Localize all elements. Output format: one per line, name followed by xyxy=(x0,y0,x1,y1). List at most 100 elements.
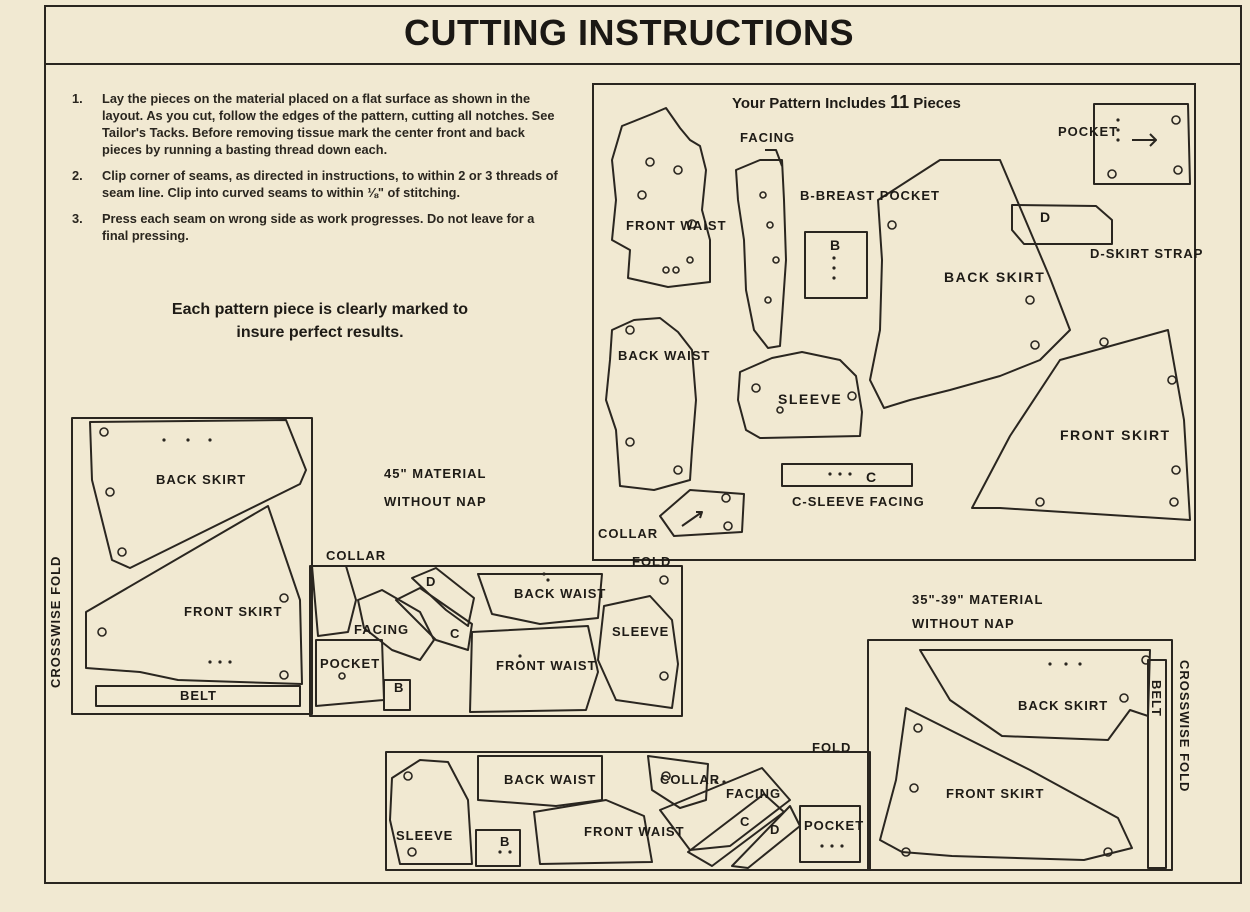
layout-45-facing xyxy=(357,589,435,661)
layout-45-label-pocket: POCKET xyxy=(320,656,380,671)
title-bar xyxy=(44,5,1242,65)
layout-45-right-panel xyxy=(309,565,683,717)
layout-45-front-waist xyxy=(469,625,599,713)
b-breast-pocket-piece xyxy=(804,231,868,299)
layout-45-fold: FOLD xyxy=(632,554,671,569)
layout-35-back-waist xyxy=(477,755,603,807)
layout-35-label-pocket: POCKET xyxy=(804,818,864,833)
collar-piece xyxy=(659,489,745,537)
tagline-line: Each pattern piece is clearly marked to xyxy=(171,301,469,318)
layout-45-collar xyxy=(311,565,357,637)
layout-35-label-d: D xyxy=(770,822,780,837)
c-sleeve-facing-piece xyxy=(781,463,913,487)
front-skirt-piece xyxy=(971,329,1191,521)
page-title: CUTTING INSTRUCTIONS xyxy=(404,12,854,53)
pocket-piece xyxy=(1093,103,1191,185)
layout-35-back-skirt xyxy=(919,649,1151,741)
pattern-box-title: Your Pattern Includes 11 Pieces xyxy=(732,92,961,113)
layout-45-d xyxy=(411,567,475,627)
label-collar: COLLAR xyxy=(598,526,658,541)
layout-35-label-b: B xyxy=(500,834,510,849)
facing-pointer xyxy=(765,149,783,167)
layout-45-label-back-skirt: BACK SKIRT xyxy=(156,472,246,487)
layout-45-label-belt: BELT xyxy=(180,688,217,703)
tagline: Each pattern piece is clearly marked to … xyxy=(110,298,530,344)
layout-45-back-waist xyxy=(477,573,603,625)
label-pocket: POCKET xyxy=(1058,124,1118,139)
layout-35-pocket xyxy=(799,805,861,863)
instruction-item: 3. Press each seam on wrong side as work… xyxy=(72,210,562,244)
d-skirt-strap-piece xyxy=(1011,204,1113,245)
layout-45-label-c: C xyxy=(450,626,460,641)
layout-45-label-back-waist: BACK WAIST xyxy=(514,586,606,601)
layout-35-material-label: 35"-39" MATERIAL xyxy=(912,592,1043,607)
layout-35-bottom-panel xyxy=(385,751,871,871)
layout-45-nap-label: WITHOUT NAP xyxy=(384,494,487,509)
front-waist-piece xyxy=(611,107,711,288)
pocket-arrow xyxy=(1132,133,1157,147)
layout-35-b xyxy=(475,829,521,867)
layout-35-crosswise-fold: CROSSWISE FOLD xyxy=(1177,660,1192,792)
label-back-skirt: BACK SKIRT xyxy=(944,269,1045,285)
label-b: B xyxy=(830,237,842,253)
layout-35-label-c: C xyxy=(740,814,750,829)
instruction-item: 2. Clip corner of seams, as directed in … xyxy=(72,167,562,201)
layout-45-sleeve xyxy=(597,595,679,709)
label-front-waist: FRONT WAIST xyxy=(626,218,727,233)
label-back-waist: BACK WAIST xyxy=(618,348,710,363)
label-front-skirt: FRONT SKIRT xyxy=(1060,427,1171,443)
layout-35-sleeve xyxy=(389,759,473,865)
layout-35-label-back-skirt: BACK SKIRT xyxy=(1018,698,1108,713)
layout-45-label-front-waist: FRONT WAIST xyxy=(496,658,597,673)
layout-45-back-skirt xyxy=(89,419,307,569)
instruction-text: Lay the pieces on the material placed on… xyxy=(102,91,555,157)
layout-45-front-skirt xyxy=(85,505,303,685)
layout-45-c xyxy=(395,587,473,651)
layout-45-belt xyxy=(95,685,301,707)
instruction-text: Press each seam on wrong side as work pr… xyxy=(102,211,535,243)
sleeve-piece xyxy=(737,351,863,439)
layout-45-label-d: D xyxy=(426,574,436,589)
layout-35-right-panel xyxy=(867,639,1173,871)
layout-35-belt: BELT xyxy=(1149,680,1164,717)
pattern-pieces-box xyxy=(592,83,1196,561)
facing-piece xyxy=(735,159,787,349)
layout-35-label-back-waist: BACK WAIST xyxy=(504,772,596,787)
label-c-sleeve-facing: C-SLEEVE FACING xyxy=(792,494,925,509)
layout-35-label-front-waist: FRONT WAIST xyxy=(584,824,685,839)
layout-35-label-collar: COLLAR xyxy=(660,772,720,787)
layout-35-fold: FOLD xyxy=(812,740,851,755)
layout-35-facing xyxy=(659,767,791,851)
layout-45-label-b: B xyxy=(394,680,404,695)
label-d: D xyxy=(1040,209,1052,225)
layout-45-material-label: 45" MATERIAL xyxy=(384,466,486,481)
layout-45-label-front-skirt: FRONT SKIRT xyxy=(184,604,282,619)
label-sleeve: SLEEVE xyxy=(778,391,842,407)
layout-45-label-sleeve: SLEEVE xyxy=(612,624,669,639)
label-b-breast-pocket: B-BREAST POCKET xyxy=(800,188,940,203)
sheet-border xyxy=(44,5,1242,884)
layout-35-label-sleeve: SLEEVE xyxy=(396,828,453,843)
tagline-line: insure perfect results. xyxy=(236,324,404,341)
back-waist-piece xyxy=(605,317,697,491)
instruction-number: 1. xyxy=(72,91,83,106)
label-d-skirt-strap: D-SKIRT STRAP xyxy=(1090,246,1203,261)
layout-45-pocket xyxy=(315,639,385,707)
layout-35-label-facing: FACING xyxy=(726,786,781,801)
layout-45-label-collar: COLLAR xyxy=(326,548,386,563)
layout-45-b xyxy=(383,679,411,711)
back-skirt-piece xyxy=(869,159,1071,409)
label-c: C xyxy=(866,469,878,485)
instruction-item: 1. Lay the pieces on the material placed… xyxy=(72,90,562,158)
instruction-text: Clip corner of seams, as directed in ins… xyxy=(102,168,558,200)
layout-35-front-waist xyxy=(533,799,653,865)
layout-35-belt xyxy=(1147,659,1167,869)
pattern-title-text: Your Pattern Includes xyxy=(732,95,886,112)
instruction-number: 3. xyxy=(72,211,83,226)
collar-arrow xyxy=(681,511,703,527)
layout-45-crosswise-fold: CROSSWISE FOLD xyxy=(48,556,63,688)
layout-35-collar xyxy=(647,755,709,809)
layout-35-front-skirt xyxy=(879,707,1133,861)
